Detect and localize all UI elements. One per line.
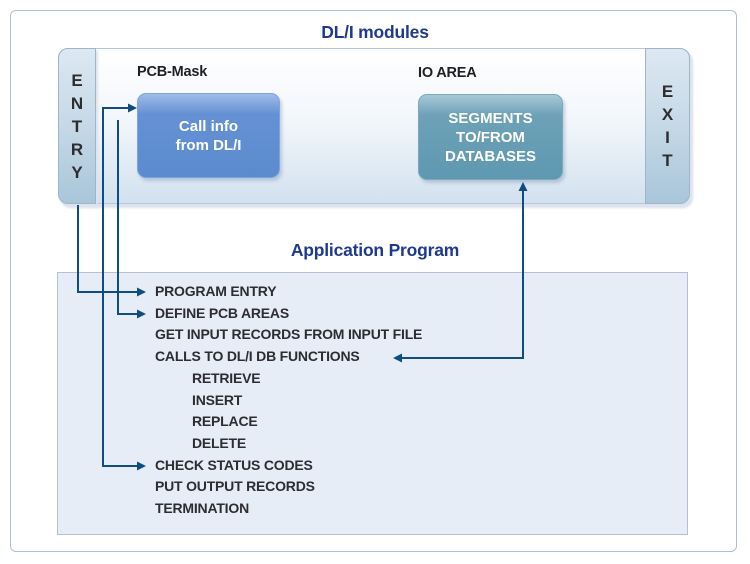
program-substep: REPLACE — [192, 413, 258, 430]
pcb-box-text-line: from DL/I — [175, 136, 242, 154]
io-area-label: IO AREA — [418, 65, 477, 81]
program-step: PROGRAM ENTRY — [155, 283, 277, 299]
exit-label: E X I T — [646, 49, 689, 203]
pcb-mask-box: Call info from DL/I — [137, 93, 280, 178]
dli-modules-title: DL/I modules — [321, 22, 429, 42]
program-step: PUT OUTPUT RECORDS — [155, 478, 315, 495]
program-step: CHECK STATUS CODES — [155, 456, 313, 473]
program-steps-list: PROGRAM ENTRY DEFINE PCB AREAS GET INPUT… — [155, 281, 422, 520]
entry-label: E N T R Y — [59, 49, 95, 203]
program-substep: RETRIEVE — [192, 369, 261, 386]
io-box-text-line: TO/FROM — [456, 128, 525, 146]
io-box-text-line: DATABASES — [444, 147, 537, 165]
entry-letter: E — [71, 70, 83, 90]
program-substep: INSERT — [192, 391, 243, 408]
entry-letter: R — [70, 139, 84, 159]
io-box-text-line: SEGMENTS — [448, 109, 533, 127]
pcb-box-text-line: Call info — [178, 117, 239, 135]
exit-letter: T — [662, 151, 673, 170]
program-step: CALLS TO DL/I DB FUNCTIONS — [155, 348, 360, 365]
exit-box: E X I T — [645, 48, 690, 204]
application-program-title: Application Program — [290, 240, 460, 260]
program-step: DEFINE PCB AREAS — [155, 304, 289, 321]
io-area-box: SEGMENTS TO/FROM DATABASES — [418, 94, 563, 180]
entry-letter: T — [71, 116, 83, 136]
exit-letter: E — [661, 82, 674, 101]
exit-letter: X — [661, 105, 674, 124]
exit-letter: I — [665, 128, 670, 147]
entry-letter: Y — [71, 162, 83, 182]
pcb-mask-label: PCB-Mask — [137, 64, 208, 80]
application-program-box — [57, 272, 688, 535]
entry-letter: N — [70, 93, 84, 113]
program-step: TERMINATION — [155, 500, 249, 517]
program-substep: DELETE — [192, 434, 247, 451]
program-step: GET INPUT RECORDS FROM INPUT FILE — [155, 326, 423, 343]
entry-box: E N T R Y — [58, 48, 96, 204]
